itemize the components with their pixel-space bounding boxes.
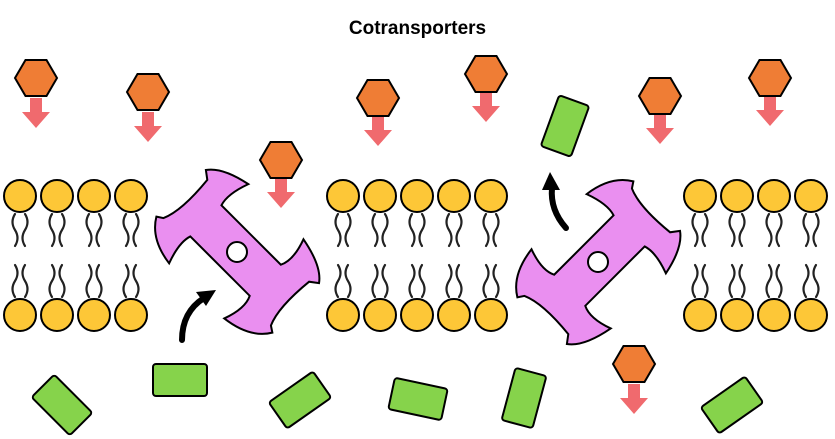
cotransporter-protein-right — [499, 163, 697, 361]
green-rectangle-icon — [539, 94, 591, 158]
concentration-arrow-icon — [364, 116, 392, 146]
concentration-arrow-icon — [22, 98, 50, 128]
solute-group-7 — [748, 59, 792, 126]
solute-group-3 — [259, 141, 303, 208]
concentration-arrow-icon — [267, 178, 295, 208]
concentration-arrow-icon — [646, 114, 674, 144]
concentration-arrow-icon — [620, 384, 648, 414]
orange-hexagon-icon — [748, 59, 792, 97]
orange-hexagon-icon — [612, 345, 656, 383]
membrane-left — [3, 179, 148, 332]
green-rectangle-icon — [699, 375, 765, 435]
orange-hexagon-icon — [126, 73, 170, 111]
green-rectangle-icon — [30, 373, 94, 437]
solute-group-6 — [638, 77, 682, 144]
solute-group-5 — [464, 55, 508, 122]
solute-group-4 — [356, 79, 400, 146]
concentration-arrow-icon — [756, 96, 784, 126]
green-rectangle-icon — [500, 366, 548, 430]
solute-group-1 — [14, 59, 58, 128]
orange-hexagon-icon — [638, 77, 682, 115]
orange-hexagon-icon — [464, 55, 508, 93]
membrane-right — [683, 179, 828, 332]
solute-group-2 — [126, 73, 170, 142]
green-rectangle-icon — [387, 376, 449, 422]
diagram-title: Cotransporters — [348, 18, 487, 39]
curved-arrow-icon — [179, 290, 216, 343]
orange-hexagon-icon — [14, 59, 58, 97]
membrane-middle — [326, 179, 508, 332]
green-rectangle-icon — [152, 363, 208, 397]
curved-arrow-icon — [542, 172, 569, 231]
solute-group-inside — [612, 345, 656, 414]
concentration-arrow-icon — [472, 92, 500, 122]
green-rectangle-icon — [267, 370, 333, 430]
cotransporter-protein-left — [138, 153, 336, 351]
concentration-arrow-icon — [134, 112, 162, 142]
orange-hexagon-icon — [356, 79, 400, 117]
orange-hexagon-icon — [259, 141, 303, 179]
